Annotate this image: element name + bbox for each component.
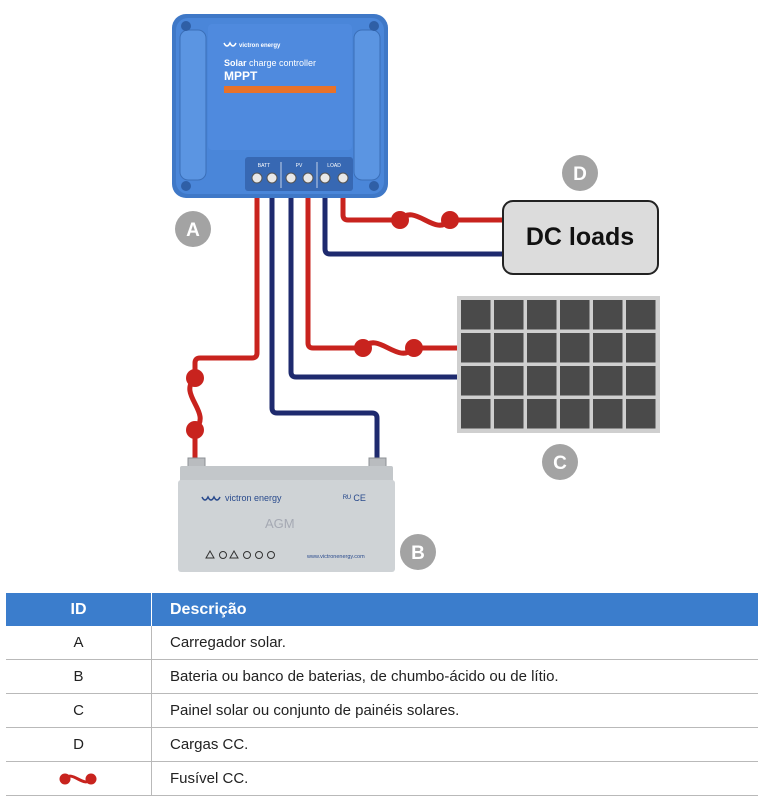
legend-desc: Cargas CC. <box>151 727 758 762</box>
solar-cell <box>461 399 491 429</box>
battery-negative-wire <box>269 180 380 465</box>
battery: victron energy ᴿᵁ CE AGM www.victronener… <box>178 457 395 572</box>
solar-cell <box>560 399 590 429</box>
wiring-diagram: victron energy Solar charge controller M… <box>172 14 660 572</box>
badge-a: A <box>175 211 211 247</box>
battery-certs: ᴿᵁ CE <box>343 493 366 503</box>
legend-header-id: ID <box>6 593 152 626</box>
svg-text:D: D <box>573 164 587 185</box>
legend-header-desc: Descrição <box>151 593 758 626</box>
terminal-screws <box>251 172 349 184</box>
badge-c: C <box>542 444 578 480</box>
solar-charge-controller: victron energy Solar charge controller M… <box>172 14 388 198</box>
solar-cell <box>527 399 557 429</box>
svg-text:C: C <box>553 453 567 474</box>
badge-b: B <box>400 534 436 570</box>
victron-logo-icon <box>201 495 221 501</box>
legend-desc: Carregador solar. <box>151 626 758 660</box>
svg-text:A: A <box>186 220 200 241</box>
legend-desc: Painel solar ou conjunto de painéis sola… <box>151 693 758 728</box>
solar-cell <box>560 300 590 330</box>
solar-cell <box>494 366 524 396</box>
table-row: C Painel solar ou conjunto de painéis so… <box>6 693 758 728</box>
fuse-terminal <box>441 211 459 229</box>
battery-url: www.victronenergy.com <box>306 554 365 560</box>
solar-panel-cells <box>461 300 656 429</box>
solar-cell <box>593 399 623 429</box>
controller-brand: victron energy <box>239 43 281 49</box>
solar-cell <box>494 300 524 330</box>
battery-brand: victron energy <box>225 493 282 503</box>
victron-logo-icon <box>223 41 237 47</box>
solar-cell <box>461 300 491 330</box>
solar-cell <box>461 366 491 396</box>
fuse-terminal <box>405 339 423 357</box>
solar-cell <box>593 366 623 396</box>
legend-desc: Fusível CC. <box>151 761 758 796</box>
solar-cell <box>527 300 557 330</box>
solar-cell <box>626 366 656 396</box>
solar-cell <box>494 399 524 429</box>
controller-orange-stripe <box>224 86 336 93</box>
table-row: A Carregador solar. <box>6 626 758 660</box>
solar-cell <box>560 366 590 396</box>
legend-id: D <box>6 727 152 762</box>
solar-cell <box>593 333 623 363</box>
legend-desc: Bateria ou banco de baterias, de chumbo-… <box>151 659 758 694</box>
battery-warning-icons <box>205 549 275 559</box>
solar-panel <box>457 296 660 433</box>
solar-cell <box>626 399 656 429</box>
fuse-terminal <box>186 421 204 439</box>
solar-cell <box>560 333 590 363</box>
battery-type: AGM <box>265 516 295 531</box>
solar-cell <box>527 366 557 396</box>
legend-id: A <box>6 626 152 660</box>
table-row: Fusível CC. <box>6 761 758 796</box>
legend-header-row: ID Descrição <box>6 593 758 626</box>
controller-model: MPPT <box>224 69 258 83</box>
dc-loads-box: DC loads <box>502 200 659 275</box>
fuse-terminal <box>391 211 409 229</box>
dc-loads-label: DC loads <box>526 223 634 251</box>
pv-negative-wire <box>288 180 465 380</box>
solar-cell <box>626 300 656 330</box>
controller-title: Solar charge controller <box>224 58 316 68</box>
terminal-label-load: LOAD <box>327 163 341 169</box>
legend-id: C <box>6 693 152 728</box>
legend-id: B <box>6 659 152 694</box>
legend-table: ID Descrição A Carregador solar. B Bater… <box>6 593 758 796</box>
solar-cell <box>626 333 656 363</box>
fuse-icon <box>59 773 96 785</box>
battery-positive-wire <box>187 180 260 465</box>
table-row: B Bateria ou banco de baterias, de chumb… <box>6 659 758 694</box>
legend-id <box>6 761 152 796</box>
terminal-label-pv: PV <box>296 163 303 169</box>
badge-d: D <box>562 155 598 191</box>
fuse-terminal <box>186 369 204 387</box>
pv-positive-wire <box>305 180 465 356</box>
load-negative-wire <box>322 180 505 257</box>
svg-text:B: B <box>411 543 425 564</box>
terminal-label-batt: BATT <box>258 163 270 169</box>
solar-cell <box>494 333 524 363</box>
fuse-terminal <box>354 339 372 357</box>
solar-cell <box>461 333 491 363</box>
solar-cell <box>527 333 557 363</box>
solar-cell <box>593 300 623 330</box>
table-row: D Cargas CC. <box>6 727 758 762</box>
